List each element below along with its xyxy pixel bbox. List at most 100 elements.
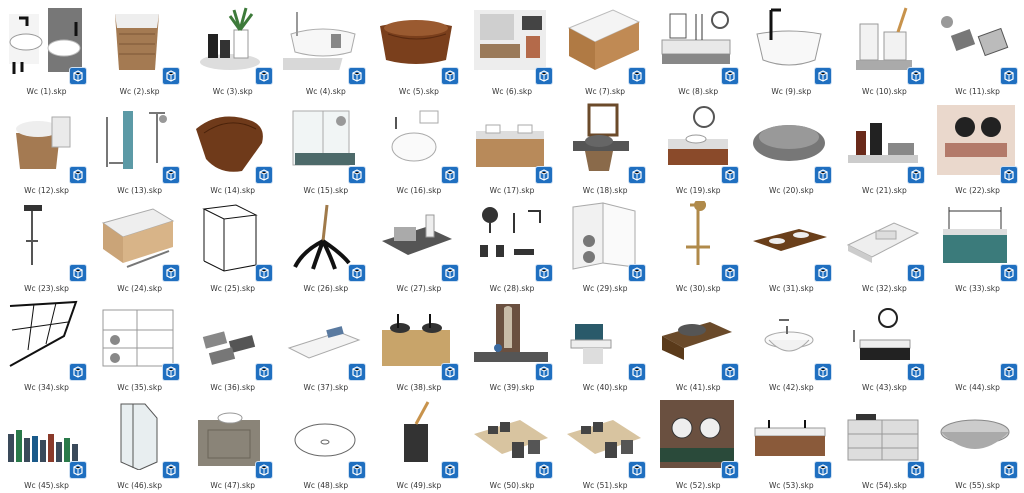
file-tile[interactable]: Wc (54).skp (838, 394, 931, 493)
file-tile[interactable]: Wc (52).skp (652, 394, 745, 493)
file-name-label: Wc (33).skp (955, 284, 1000, 294)
file-tile[interactable]: Wc (48).skp (279, 394, 372, 493)
thumbnail-shower-column-set (97, 103, 177, 175)
file-tile[interactable]: Wc (40).skp (559, 296, 652, 395)
file-tile[interactable]: Wc (31).skp (745, 197, 838, 296)
thumbnail-mop (283, 201, 363, 273)
file-name-label: Wc (32).skp (862, 284, 907, 294)
file-tile[interactable]: Wc (50).skp (466, 394, 559, 493)
thumbnail-tray-with-plant-and-bottles (190, 4, 270, 76)
file-name-label: Wc (26).skp (303, 284, 349, 294)
file-tile[interactable]: Wc (53).skp (745, 394, 838, 493)
file-tile[interactable]: Wc (18).skp (559, 99, 652, 198)
file-tile[interactable]: Wc (47).skp (186, 394, 279, 493)
file-tile[interactable]: Wc (6).skp (466, 0, 559, 99)
thumbnail-shower-enclosure (283, 103, 363, 175)
thumbnail-marble-double-vanity (97, 201, 177, 273)
file-tile[interactable]: Wc (46).skp (93, 394, 186, 493)
file-tile[interactable]: Wc (34).skp (0, 296, 93, 395)
file-name-label: Wc (40).skp (582, 382, 628, 392)
thumbnail-rain-shower-column (4, 201, 84, 273)
file-tile[interactable]: Wc (30).skp (652, 197, 745, 296)
file-tile[interactable]: Wc (27).skp (372, 197, 465, 296)
thumbnail-wooden-countertop-with-basins (749, 201, 829, 273)
file-tile[interactable]: Wc (21).skp (838, 99, 931, 198)
file-tile[interactable]: Wc (5).skp (372, 0, 465, 99)
sketchup-file-icon (535, 265, 552, 282)
thumbnail-laundry-room-corner (563, 201, 643, 273)
file-tile[interactable]: Wc (28).skp (466, 197, 559, 296)
file-tile[interactable]: Wc (49).skp (372, 394, 465, 493)
file-name-label: Wc (44).skp (955, 382, 1000, 392)
file-tile[interactable]: Wc (22).skp (931, 99, 1024, 198)
file-name-label: Wc (43).skp (862, 382, 907, 392)
thumbnail-shower-fixtures-set (470, 201, 550, 273)
file-tile[interactable]: Wc (26).skp (279, 197, 372, 296)
thumbnail-arched-mirror-bathroom (470, 300, 550, 372)
file-tile[interactable]: Wc (35).skp (93, 296, 186, 395)
file-tile[interactable]: Wc (10).skp (838, 0, 931, 99)
file-tile[interactable]: Wc (15).skp (279, 99, 372, 198)
file-tile[interactable]: Wc (19).skp (652, 99, 745, 198)
file-tile[interactable]: Wc (25).skp (186, 197, 279, 296)
file-tile[interactable]: Wc (38).skp (372, 296, 465, 395)
sketchup-file-icon (442, 265, 459, 282)
file-tile[interactable]: Wc (12).skp (0, 99, 93, 198)
file-tile[interactable]: Wc (2).skp (93, 0, 186, 99)
thumbnail-stone-basin (749, 103, 829, 175)
sketchup-file-icon (628, 265, 645, 282)
thumbnail-wooden-vanity-with-basins (470, 103, 550, 175)
file-name-label: Wc (30).skp (675, 284, 721, 294)
file-name-label: Wc (5).skp (398, 87, 439, 96)
sketchup-file-icon (907, 166, 924, 183)
file-tile[interactable]: Wc (8).skp (652, 0, 745, 99)
sketchup-file-icon (349, 68, 366, 84)
file-tile[interactable]: Wc (44).skp (931, 296, 1024, 395)
file-name-label: Wc (28).skp (489, 284, 535, 294)
sketchup-file-icon (814, 462, 831, 479)
file-tile[interactable]: Wc (11).skp (931, 0, 1024, 99)
file-name-label: Wc (10).skp (862, 87, 907, 96)
file-tile[interactable]: Wc (36).skp (186, 296, 279, 395)
sketchup-file-icon (628, 68, 645, 84)
sketchup-file-icon (907, 68, 924, 84)
file-tile[interactable]: Wc (39).skp (466, 296, 559, 395)
file-tile[interactable]: Wc (23).skp (0, 197, 93, 296)
file-tile[interactable]: Wc (32).skp (838, 197, 931, 296)
thumbnail-small-sink-unit (563, 300, 643, 372)
sketchup-file-icon (1001, 166, 1017, 183)
file-name-label: Wc (3).skp (212, 87, 253, 96)
file-tile[interactable]: Wc (33).skp (931, 197, 1024, 296)
file-name-label: Wc (27).skp (396, 284, 442, 294)
file-name-label: Wc (49).skp (396, 481, 442, 491)
file-tile[interactable]: Wc (20).skp (745, 99, 838, 198)
file-tile[interactable]: Wc (4).skp (279, 0, 372, 99)
file-tile[interactable]: Wc (9).skp (745, 0, 838, 99)
file-tile[interactable]: Wc (14).skp (186, 99, 279, 198)
thumbnail-vanity-with-drawers (842, 398, 922, 470)
thumbnail-shelf-with-bottles-and-towels (842, 103, 922, 175)
file-tile[interactable]: Wc (24).skp (93, 197, 186, 296)
sketchup-file-icon (163, 68, 180, 84)
file-tile[interactable]: Wc (41).skp (652, 296, 745, 395)
thumbnail-rattan-bathtub (190, 103, 270, 175)
sketchup-file-icon (535, 166, 552, 183)
file-name-label: Wc (25).skp (210, 284, 256, 294)
file-tile[interactable]: Wc (42).skp (745, 296, 838, 395)
thumbnail-basket-with-towels (4, 103, 84, 175)
file-tile[interactable]: Wc (55).skp (931, 394, 1024, 493)
sketchup-file-icon (721, 265, 738, 282)
file-tile[interactable]: Wc (13).skp (93, 99, 186, 198)
file-tile[interactable]: Wc (1).skp (0, 0, 93, 99)
file-tile[interactable]: Wc (7).skp (559, 0, 652, 99)
file-name-label: Wc (31).skp (768, 284, 814, 294)
file-tile[interactable]: Wc (17).skp (466, 99, 559, 198)
file-tile[interactable]: Wc (45).skp (0, 394, 93, 493)
thumbnail-double-vanity-wood (749, 398, 829, 470)
file-tile[interactable]: Wc (51).skp (559, 394, 652, 493)
file-tile[interactable]: Wc (29).skp (559, 197, 652, 296)
file-tile[interactable]: Wc (37).skp (279, 296, 372, 395)
file-tile[interactable]: Wc (16).skp (372, 99, 465, 198)
file-tile[interactable]: Wc (3).skp (186, 0, 279, 99)
file-tile[interactable]: Wc (43).skp (838, 296, 931, 395)
